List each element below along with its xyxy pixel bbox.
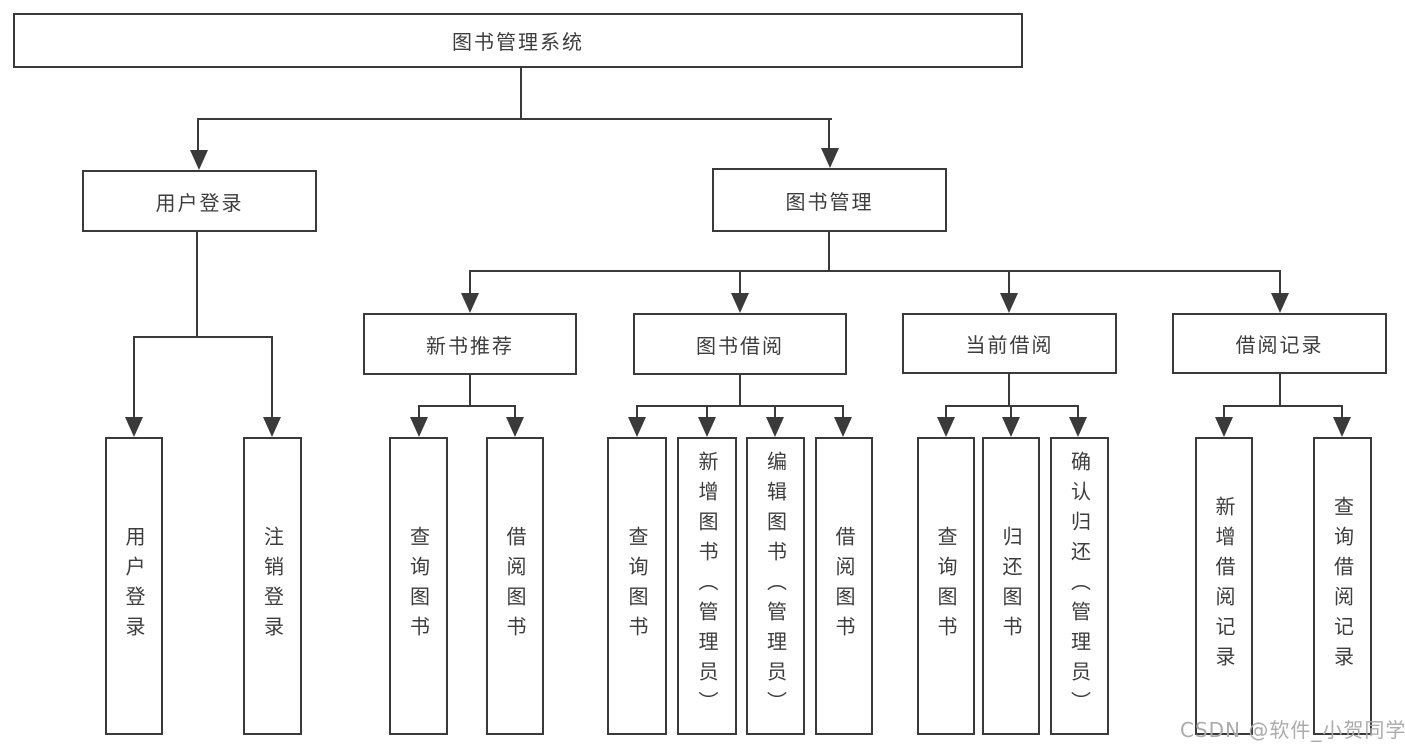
arrowhead-icon [1000, 293, 1018, 313]
node-borrow-records: 借阅记录 [1172, 313, 1387, 374]
leaf-query-books-1-label: 查询图书 [406, 526, 431, 646]
arrowhead-icon [190, 150, 208, 170]
connector-stem-leaf [133, 336, 135, 420]
node-current-borrow-label: 当前借阅 [965, 333, 1054, 357]
connector-stem-leaf [842, 405, 844, 421]
leaf-logout-label: 注销登录 [260, 526, 285, 646]
leaf-logout: 注销登录 [243, 437, 302, 735]
connector-stem-level3 [469, 270, 471, 296]
connector-stem-leaf [774, 405, 776, 421]
node-book-borrow: 图书借阅 [633, 313, 847, 375]
connector-stem-leaf [1077, 405, 1079, 421]
arrowhead-icon [628, 417, 646, 437]
leaf-query-books-3-label: 查询图书 [934, 526, 958, 646]
arrowhead-icon [937, 417, 955, 437]
leaf-query-books-2: 查询图书 [607, 437, 667, 735]
connector-stem-level3 [1008, 270, 1010, 296]
node-current-borrow: 当前借阅 [902, 313, 1117, 374]
leaf-borrow-books-1-label: 借阅图书 [503, 526, 527, 646]
connector-bookmgmt-vertical [828, 232, 830, 272]
connector-stem-leaf [1010, 405, 1012, 421]
leaf-query-books-2-label: 查询图书 [625, 526, 649, 646]
leaf-borrow-books-2-label: 借阅图书 [832, 526, 856, 646]
leaf-return-books: 归还图书 [982, 437, 1040, 735]
arrowhead-icon [698, 417, 716, 437]
leaf-confirm-return-admin: 确认归还（管理员） [1050, 437, 1109, 735]
leaf-user-login: 用户登录 [105, 437, 163, 735]
arrowhead-icon [766, 417, 784, 437]
leaf-edit-books-admin-label: 编辑图书（管理员） [763, 451, 788, 721]
connector-currentborrow-vertical [1008, 374, 1010, 407]
arrowhead-icon [410, 417, 428, 437]
arrowhead-icon [263, 417, 281, 437]
leaf-add-books-admin-label: 新增图书（管理员） [695, 451, 719, 721]
arrowhead-icon [1069, 417, 1087, 437]
connector-stem-level3 [739, 270, 741, 296]
leaf-query-books-3: 查询图书 [917, 437, 975, 735]
leaf-confirm-return-admin-label: 确认归还（管理员） [1067, 451, 1092, 721]
connector-stem-user-login [197, 118, 199, 154]
arrowhead-icon [506, 417, 524, 437]
leaf-query-books-1: 查询图书 [389, 437, 448, 735]
arrowhead-icon [821, 148, 839, 168]
connector-newbook-horizontal [418, 405, 516, 407]
node-borrow-records-label: 借阅记录 [1235, 333, 1324, 357]
arrowhead-icon [731, 293, 749, 313]
arrowhead-icon [1333, 417, 1351, 437]
connector-stem-leaf [945, 405, 947, 421]
connector-bookmgmt-horizontal [469, 270, 1281, 272]
connector-userlogin-vertical [196, 232, 198, 338]
leaf-return-books-label: 归还图书 [999, 526, 1023, 646]
leaf-borrow-books-1: 借阅图书 [486, 437, 544, 735]
connector-records-horizontal [1223, 405, 1343, 407]
connector-stem-book-mgmt [828, 118, 830, 152]
connector-stem-leaf [636, 405, 638, 421]
connector-currentborrow-horizontal [945, 405, 1079, 407]
connector-stem-leaf [271, 336, 273, 420]
connector-stem-leaf [1341, 405, 1343, 421]
arrowhead-icon [1002, 417, 1020, 437]
node-root-library-system: 图书管理系统 [13, 13, 1023, 68]
node-new-book-recommend: 新书推荐 [363, 313, 577, 375]
arrowhead-icon [834, 417, 852, 437]
node-book-management-label: 图书管理 [785, 189, 874, 214]
leaf-query-borrow-record: 查询借阅记录 [1313, 437, 1372, 735]
arrowhead-icon [461, 293, 479, 313]
connector-bookborrow-vertical [739, 375, 741, 407]
leaf-user-login-label: 用户登录 [122, 526, 146, 646]
connector-stem-leaf [514, 405, 516, 421]
arrowhead-icon [1215, 417, 1233, 437]
connector-root-vertical [520, 68, 522, 120]
leaf-borrow-books-2: 借阅图书 [815, 437, 873, 735]
arrowhead-icon [1271, 293, 1289, 313]
arrowhead-icon [125, 417, 143, 437]
node-book-management: 图书管理 [712, 168, 947, 232]
connector-records-vertical [1279, 374, 1281, 407]
connector-stem-level3 [1279, 270, 1281, 296]
connector-stem-leaf [1223, 405, 1225, 421]
connector-stem-leaf [418, 405, 420, 421]
csdn-watermark: CSDN @软件_小贺同学 [1180, 718, 1405, 742]
node-new-book-recommend-label: 新书推荐 [426, 333, 514, 358]
connector-newbook-vertical [469, 375, 471, 407]
node-user-login-label: 用户登录 [155, 190, 244, 215]
connector-bookborrow-horizontal [636, 405, 844, 407]
leaf-add-borrow-record-label: 新增借阅记录 [1212, 496, 1236, 676]
connector-userlogin-horizontal [133, 336, 273, 338]
leaf-add-books-admin: 新增图书（管理员） [677, 437, 737, 735]
leaf-add-borrow-record: 新增借阅记录 [1195, 437, 1253, 735]
connector-root-horizontal [197, 118, 832, 120]
node-book-borrow-label: 图书借阅 [696, 333, 784, 358]
node-user-login: 用户登录 [82, 170, 317, 232]
leaf-query-borrow-record-label: 查询借阅记录 [1330, 496, 1355, 676]
leaf-edit-books-admin: 编辑图书（管理员） [746, 437, 805, 735]
node-root-label: 图书管理系统 [452, 30, 584, 54]
connector-stem-leaf [706, 405, 708, 421]
